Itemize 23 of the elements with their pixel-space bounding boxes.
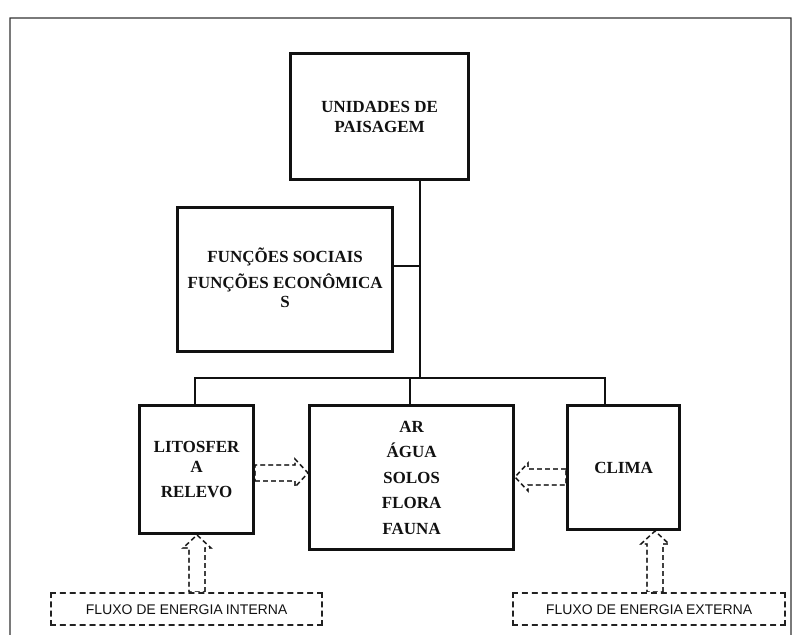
node-label: UNIDADES DE PAISAGEM: [320, 96, 439, 136]
node-label: FLUXO DE ENERGIA EXTERNA: [546, 600, 752, 618]
node-label: CLIMA: [594, 458, 653, 478]
node-label: FAUNA: [382, 518, 441, 538]
node-label: FLUXO DE ENERGIA INTERNA: [86, 600, 288, 618]
node-label: AR: [399, 416, 424, 436]
energy-flow-box: [512, 592, 786, 626]
hollow-block-arrow: [180, 534, 214, 593]
node-label: FUNÇÕES SOCIAIS: [207, 247, 363, 267]
process-box: [138, 404, 255, 535]
title-box: [289, 52, 470, 181]
node-label: SOLOS: [383, 468, 440, 488]
process-box: [308, 404, 515, 551]
node-label: FUNÇÕES ECONÔMICAS: [186, 272, 384, 312]
process-box: [176, 206, 394, 353]
node-label: ÁGUA: [386, 442, 437, 462]
hollow-block-arrow: [514, 460, 567, 494]
node-label: RELEVO: [160, 482, 232, 502]
process-box: [566, 404, 681, 531]
connector-line: [419, 181, 606, 404]
energy-flow-box: [50, 592, 323, 626]
node-label: FLORA: [382, 493, 442, 513]
node-label: LITOSFERA: [154, 437, 240, 476]
